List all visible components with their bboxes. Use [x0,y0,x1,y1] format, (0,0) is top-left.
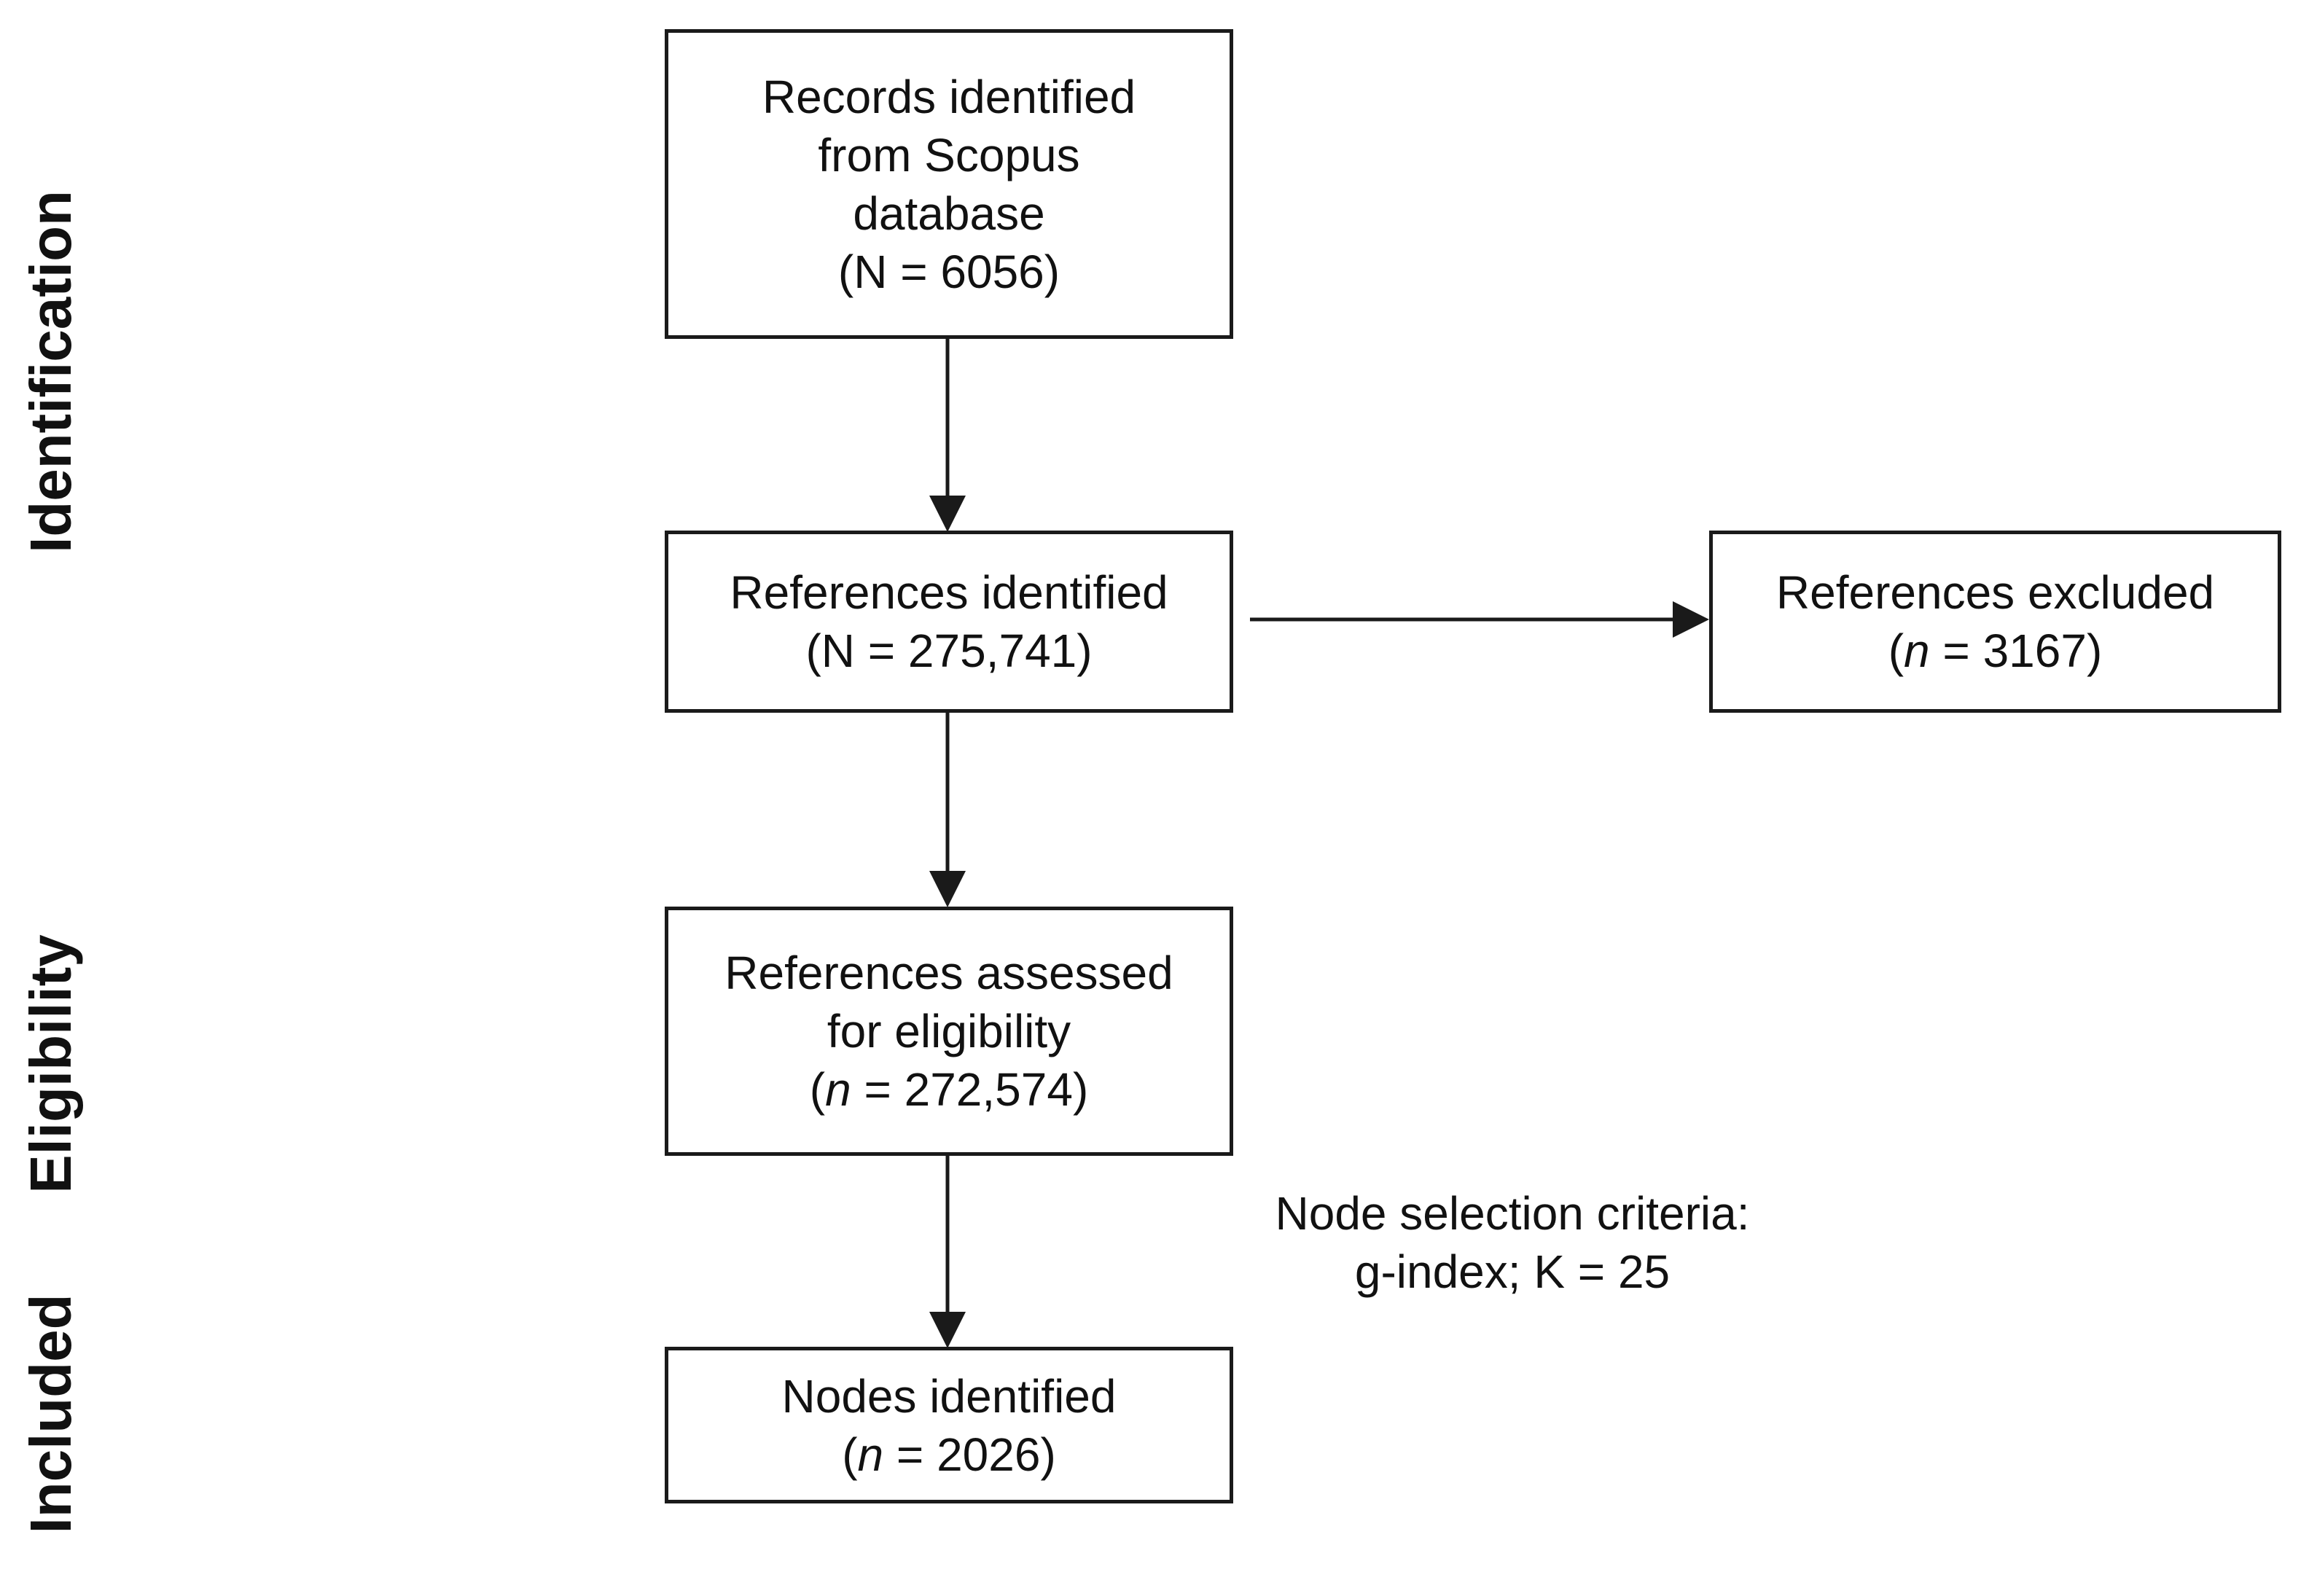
nodes-identified-label: Nodes identified [781,1369,1117,1423]
references-assessed-line-1: References assessed [724,947,1173,999]
n-variable: n [825,1063,851,1116]
references-excluded-label: References excluded [1775,566,2215,619]
references-assessed-line-2: for eligibility [827,1005,1071,1057]
references-identified-label: References identified [730,566,1168,619]
references-assessed-count: (n = 272,574) [809,1063,1089,1116]
nodes-identified-box: Nodes identified (n = 2026) [665,1347,1233,1503]
references-excluded-box: References excluded (n = 3167) [1709,531,2281,713]
references-identified-count: (N = 275,741) [805,625,1093,677]
node-selection-criteria-note: Node selection criteria: g-index; K = 25 [1232,1184,1793,1301]
records-line-3: database [853,187,1045,240]
records-line-1: Records identified [762,70,1136,123]
criteria-heading: Node selection criteria: [1275,1187,1750,1240]
records-identified-box: Records identified from Scopus database … [665,29,1233,339]
records-line-2: from Scopus [818,128,1080,181]
records-count: (N = 6056) [837,245,1060,298]
nodes-identified-count: (n = 2026) [842,1428,1056,1481]
n-variable: n [857,1428,884,1481]
references-assessed-box: References assessed for eligibility (n =… [665,907,1233,1156]
references-excluded-count: (n = 3167) [1888,625,2103,677]
criteria-values: g-index; K = 25 [1354,1245,1671,1298]
references-identified-box: References identified (N = 275,741) [665,531,1233,713]
n-variable: n [1904,625,1930,677]
